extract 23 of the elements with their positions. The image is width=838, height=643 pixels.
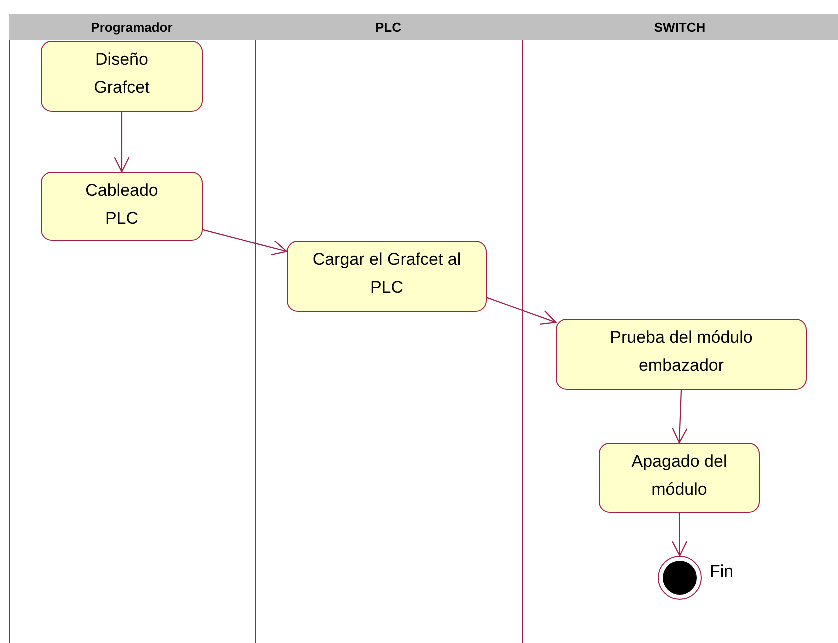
activity-label: Cargar el Grafcet al PLC: [312, 249, 462, 299]
swimlane: [255, 14, 522, 643]
activity-box: [599, 443, 760, 513]
activity-label: Cableado PLC: [84, 180, 160, 230]
arrow: [202, 229, 288, 256]
arrow: [672, 513, 688, 557]
swimlane: [9, 14, 255, 643]
activity-box: [41, 41, 203, 112]
arrow: [114, 112, 130, 173]
lane-header: PLC: [255, 14, 522, 40]
final-state: [658, 556, 702, 600]
activity-label: Diseño Grafcet: [93, 49, 151, 99]
activity-box: [556, 319, 807, 390]
arrow: [486, 297, 557, 326]
activity-label: Prueba del módulo embazador: [609, 327, 754, 377]
lane-header: SWITCH: [522, 14, 838, 40]
activity-box: [287, 241, 487, 312]
arrow: [672, 390, 688, 444]
activity-box: [41, 172, 203, 241]
node-caption: Fin: [710, 562, 734, 582]
swimlane: [522, 14, 838, 643]
lane-header: Programador: [9, 14, 255, 40]
activity-label: Apagado del módulo: [630, 451, 728, 501]
